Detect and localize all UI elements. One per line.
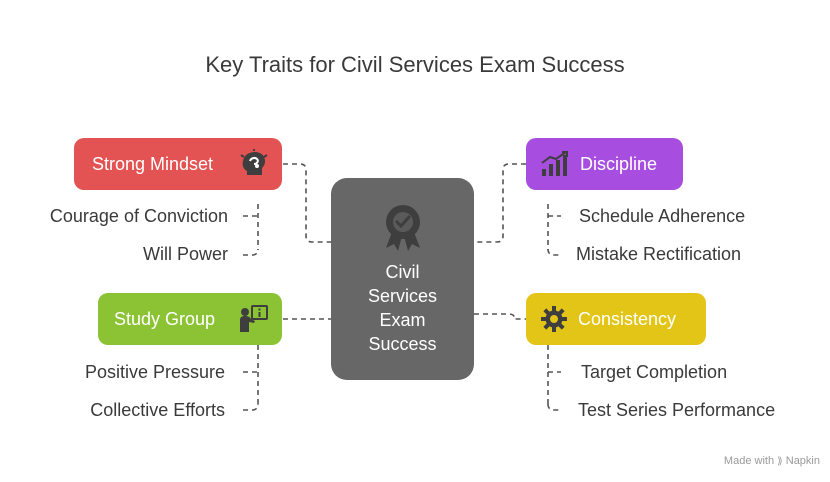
study-group-item-1: Positive Pressure <box>84 362 225 382</box>
trait-study-group: Study Group <box>98 293 282 345</box>
center-label: Civil Services Exam Success <box>367 262 438 354</box>
trait-label: Consistency <box>578 308 677 329</box>
strong-mindset-item-2: Will Power <box>142 244 228 264</box>
discipline-item-2: Mistake Rectification <box>576 244 742 264</box>
diagram-title: Key Traits for Civil Services Exam Succe… <box>205 52 625 77</box>
discipline-item-1: Schedule Adherence <box>579 206 746 226</box>
consistency-item-1: Target Completion <box>581 362 728 382</box>
connector-strong-mindset <box>283 163 331 243</box>
presenter-icon <box>238 304 268 334</box>
award-badge-icon <box>380 202 426 257</box>
bar-chart-icon <box>540 150 570 178</box>
made-with-label: Made with <box>723 455 775 467</box>
trait-consistency: Consistency <box>526 293 706 345</box>
trait-discipline: Discipline <box>526 138 683 190</box>
napkin-logo-icon: ⟫ <box>777 456 783 467</box>
trait-label: Study Group <box>114 308 216 329</box>
trait-label: Strong Mindset <box>92 153 214 174</box>
connector-consistency <box>474 313 526 320</box>
consistency-item-2: Test Series Performance <box>578 400 776 420</box>
strong-mindset-item-1: Courage of Conviction <box>49 206 228 226</box>
center-node: Civil Services Exam Success <box>331 178 474 380</box>
gear-icon <box>540 305 568 333</box>
study-group-item-2: Collective Efforts <box>90 400 225 420</box>
napkin-watermark: Made with ⟫ Napkin <box>724 455 820 467</box>
trait-strong-mindset: Strong Mindset <box>74 138 282 190</box>
brain-icon <box>240 149 268 179</box>
brand-label: Napkin <box>785 455 820 467</box>
connector-discipline <box>474 163 526 243</box>
trait-label: Discipline <box>580 153 658 174</box>
